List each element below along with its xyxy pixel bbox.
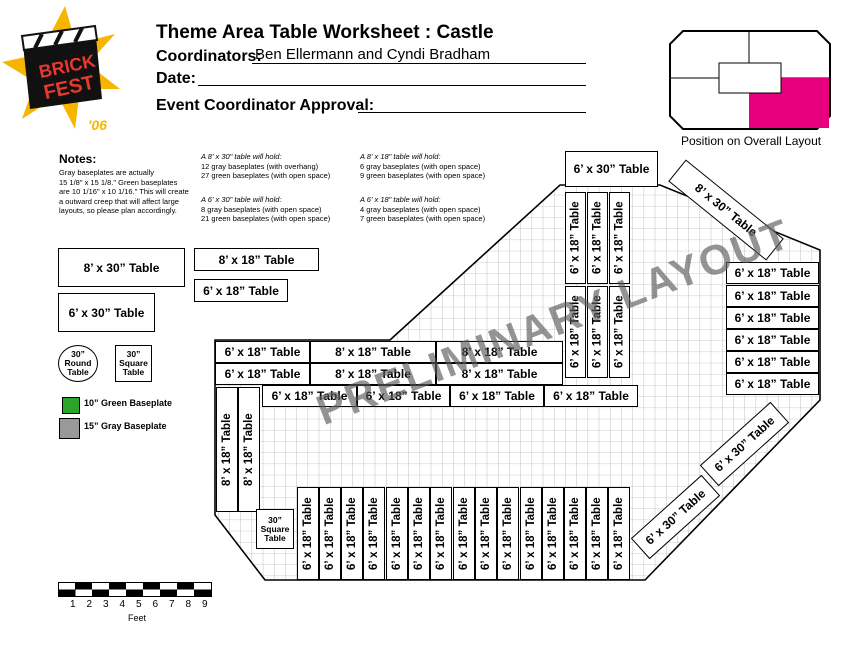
scale-number: 8 [185,599,192,610]
capacity-8x30: A 8' x 30" table will hold:12 gray basep… [201,152,331,180]
layout-table-6x30-top[interactable]: 6’ x 30” Table [565,151,658,187]
layout-table-6x18-row[interactable]: 6’ x 18” Table [215,363,310,385]
legend-square-table[interactable]: 30” Square Table [115,345,152,382]
layout-table-6x18-bottom[interactable]: 6’ x 18” Table [386,487,408,580]
scale-unit: Feet [128,613,147,623]
layout-table-6x18-bottom[interactable]: 6’ x 18” Table [430,487,452,580]
green-baseplate-swatch [62,397,80,414]
scale-number: 7 [169,599,175,610]
layout-table-6x18-bottom[interactable]: 6’ x 18” Table [608,487,630,580]
layout-table-6x18-right[interactable]: 6’ x 18” Table [726,329,819,351]
scale-bar [58,582,212,597]
layout-table-8x18-v[interactable]: 8’ x 18” Table [238,387,260,512]
scale-number: 2 [86,599,93,610]
layout-table-8x18-row[interactable]: 8’ x 18” Table [436,341,563,363]
layout-table-6x18-bottom[interactable]: 6’ x 18” Table [497,487,519,580]
logo-year: '06 [88,117,107,133]
overview-caption: Position on Overall Layout [681,134,822,148]
legend-table-6x18[interactable]: 6’ x 18” Table [194,279,288,302]
scale-number: 6 [152,599,159,610]
coordinators-label: Coordinators: [156,48,262,65]
layout-table-6x18-v[interactable]: 6’ x 18” Table [565,192,586,284]
capacity-8x18: A 8' x 18" table will hold:6 gray basepl… [360,152,486,180]
layout-table-6x18-row[interactable]: 6’ x 18” Table [357,385,450,407]
layout-table-6x18-row[interactable]: 6’ x 18” Table [544,385,638,407]
overall-layout-map [669,30,831,130]
layout-table-6x18-right[interactable]: 6’ x 18” Table [726,307,819,329]
date-line[interactable] [198,85,586,86]
approval-label: Event Coordinator Approval: [156,97,375,114]
coordinators-line [252,63,586,64]
green-baseplate-label: 10” Green Baseplate [84,398,173,408]
layout-table-6x18-right[interactable]: 6’ x 18” Table [726,351,819,373]
scale-number: 3 [103,599,109,610]
layout-table-6x18-right[interactable]: 6’ x 18” Table [726,285,819,307]
legend-table-6x30[interactable]: 6’ x 30” Table [58,293,155,332]
layout-table-6x18-bottom[interactable]: 6’ x 18” Table [341,487,363,580]
layout-table-6x18-bottom[interactable]: 6’ x 18” Table [542,487,564,580]
layout-square-table[interactable]: 30” Square Table [256,509,294,549]
notes-text: Gray baseplates are actually 15 1/8" x 1… [59,168,189,215]
gray-baseplate-swatch [59,418,80,439]
layout-table-8x18-row[interactable]: 8’ x 18” Table [310,341,436,363]
layout-table-6x18-row[interactable]: 6’ x 18” Table [450,385,544,407]
layout-table-6x18-bottom[interactable]: 6’ x 18” Table [363,487,385,580]
scale-number: 5 [136,599,142,610]
layout-table-6x18-bottom[interactable]: 6’ x 18” Table [453,487,475,580]
scale-number: 9 [202,599,208,610]
layout-table-6x18-bottom[interactable]: 6’ x 18” Table [297,487,319,580]
layout-table-6x18-bottom[interactable]: 6’ x 18” Table [475,487,497,580]
capacity-6x18: A 6' x 18" table will hold:4 gray basepl… [360,195,486,223]
legend-table-8x30[interactable]: 8’ x 30” Table [58,248,185,287]
layout-table-6x18-v[interactable]: 6’ x 18” Table [587,192,608,284]
legend-round-table[interactable]: 30” Round Table [58,345,98,382]
brickfest-logo: BRICK FEST '06 [0,4,130,139]
layout-table-6x18-row[interactable]: 6’ x 18” Table [215,341,310,363]
date-label: Date: [156,70,197,87]
layout-table-8x18-row[interactable]: 8’ x 18” Table [310,363,436,385]
layout-table-6x18-row[interactable]: 6’ x 18” Table [262,385,357,407]
layout-table-6x18-bottom[interactable]: 6’ x 18” Table [319,487,341,580]
scale-number: 4 [119,599,126,610]
page-title: Theme Area Table Worksheet : Castle [156,22,494,43]
scale-number: 1 [70,599,76,610]
layout-table-6x18-right[interactable]: 6’ x 18” Table [726,373,819,395]
layout-table-6x18-right[interactable]: 6’ x 18” Table [726,262,819,284]
layout-table-8x18-v[interactable]: 8’ x 18” Table [216,387,238,512]
layout-table-6x18-bottom[interactable]: 6’ x 18” Table [520,487,542,580]
capacity-6x30: A 6' x 30" table will hold:8 gray basepl… [201,195,331,223]
coordinators-value[interactable]: Ben Ellermann and Cyndi Bradham [255,46,491,63]
layout-table-6x18-bottom[interactable]: 6’ x 18” Table [586,487,608,580]
approval-line[interactable] [358,112,586,113]
legend-table-8x18[interactable]: 8’ x 18” Table [194,248,319,271]
notes-heading: Notes: [59,152,97,166]
layout-table-6x18-bottom[interactable]: 6’ x 18” Table [408,487,430,580]
gray-baseplate-label: 15” Gray Baseplate [84,421,167,431]
layout-table-6x18-bottom[interactable]: 6’ x 18” Table [564,487,586,580]
layout-table-8x18-row[interactable]: 8’ x 18” Table [436,363,563,385]
